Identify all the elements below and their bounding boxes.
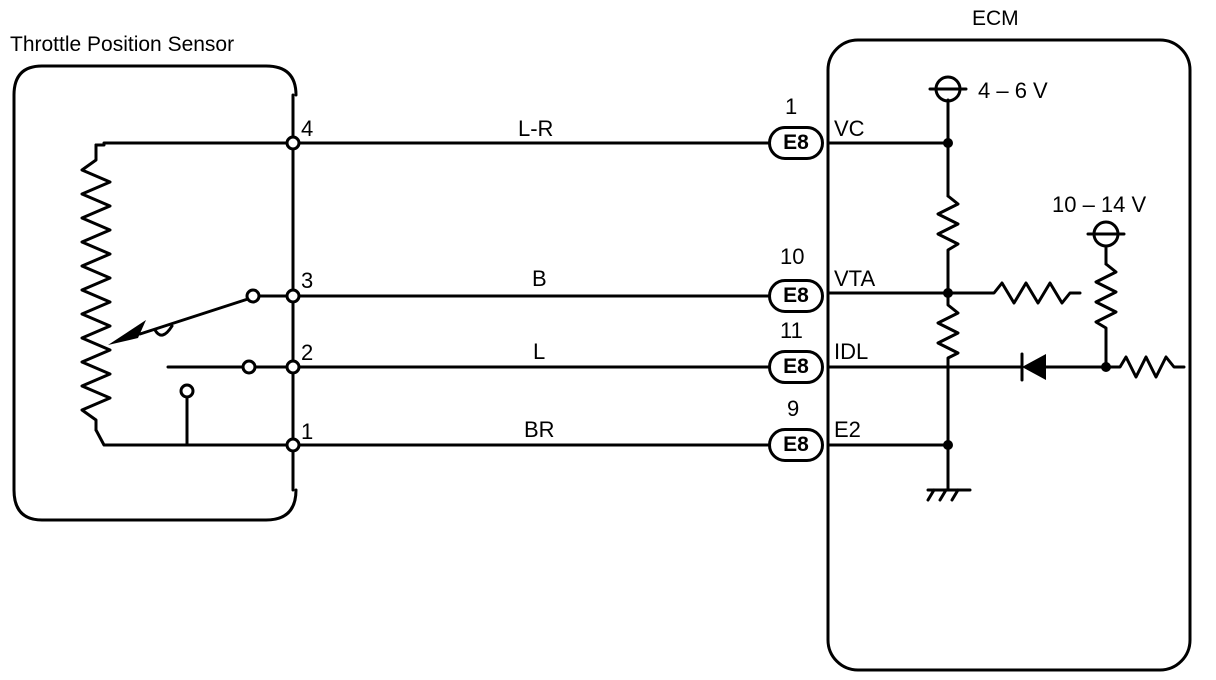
sensor-pin-3: 3 bbox=[301, 268, 314, 293]
idle-stub-contact bbox=[179, 383, 195, 399]
junction-vta bbox=[943, 288, 953, 298]
rail-resistor-upper bbox=[936, 194, 960, 295]
pot-bottom-lead bbox=[94, 428, 295, 447]
sensor-pin-4: 4 bbox=[301, 116, 314, 141]
sensor-pin-1: 1 bbox=[301, 419, 314, 444]
wiper-arrowhead-icon bbox=[108, 320, 146, 345]
ecm-housing bbox=[826, 38, 1192, 672]
terminal-vta: VTA bbox=[834, 266, 876, 291]
sensor-housing bbox=[12, 64, 298, 522]
rail-resistor-lower bbox=[936, 291, 960, 492]
junction-vc bbox=[943, 138, 953, 148]
idl-resistor bbox=[1104, 355, 1186, 379]
pot-top-lead bbox=[94, 141, 295, 147]
wire-color-b: B bbox=[532, 266, 547, 291]
connector-e8-vta: E8 bbox=[768, 279, 824, 313]
wire-color-l-r: L-R bbox=[518, 116, 554, 141]
terminal-vc: VC bbox=[834, 116, 865, 141]
connector-e8-idl: E8 bbox=[768, 350, 824, 384]
wire-color-l: L bbox=[533, 339, 546, 364]
vc-voltage-label: 4 – 6 V bbox=[978, 78, 1048, 103]
junction-e2 bbox=[943, 440, 953, 450]
ecm-title: ECM bbox=[972, 7, 1019, 30]
sensor-pin-2: 2 bbox=[301, 340, 314, 365]
connector-e8-vc: E8 bbox=[768, 126, 824, 160]
junction-supply bbox=[1101, 362, 1111, 372]
vta-resistor bbox=[946, 281, 1082, 305]
wiper-bump bbox=[153, 324, 174, 337]
terminal-e2: E2 bbox=[834, 417, 861, 442]
sensor-terminal-2 bbox=[285, 359, 301, 375]
sensor-terminal-1 bbox=[285, 437, 301, 453]
diode-icon bbox=[1022, 354, 1046, 380]
wire-color-br: BR bbox=[524, 417, 555, 442]
supply-voltage-label: 10 – 14 V bbox=[1052, 192, 1147, 217]
connector-e8-e2: E8 bbox=[768, 428, 824, 462]
sensor-title: Throttle Position Sensor bbox=[10, 33, 235, 56]
wiper-arm bbox=[138, 296, 253, 336]
ecm-pin-vc: 1 bbox=[785, 94, 798, 119]
potentiometer-resistor bbox=[80, 143, 112, 432]
ecm-pin-vta: 10 bbox=[780, 244, 805, 269]
wiper-contact bbox=[245, 288, 261, 304]
ground-symbol bbox=[926, 488, 972, 502]
idle-contact-point bbox=[241, 359, 257, 375]
sensor-terminal-3 bbox=[285, 288, 301, 304]
sensor-terminal-4 bbox=[285, 135, 301, 151]
ecm-pin-idl: 11 bbox=[780, 318, 803, 343]
supply-resistor bbox=[1094, 262, 1118, 369]
ecm-pin-e2: 9 bbox=[787, 396, 800, 421]
terminal-idl: IDL bbox=[834, 339, 869, 364]
